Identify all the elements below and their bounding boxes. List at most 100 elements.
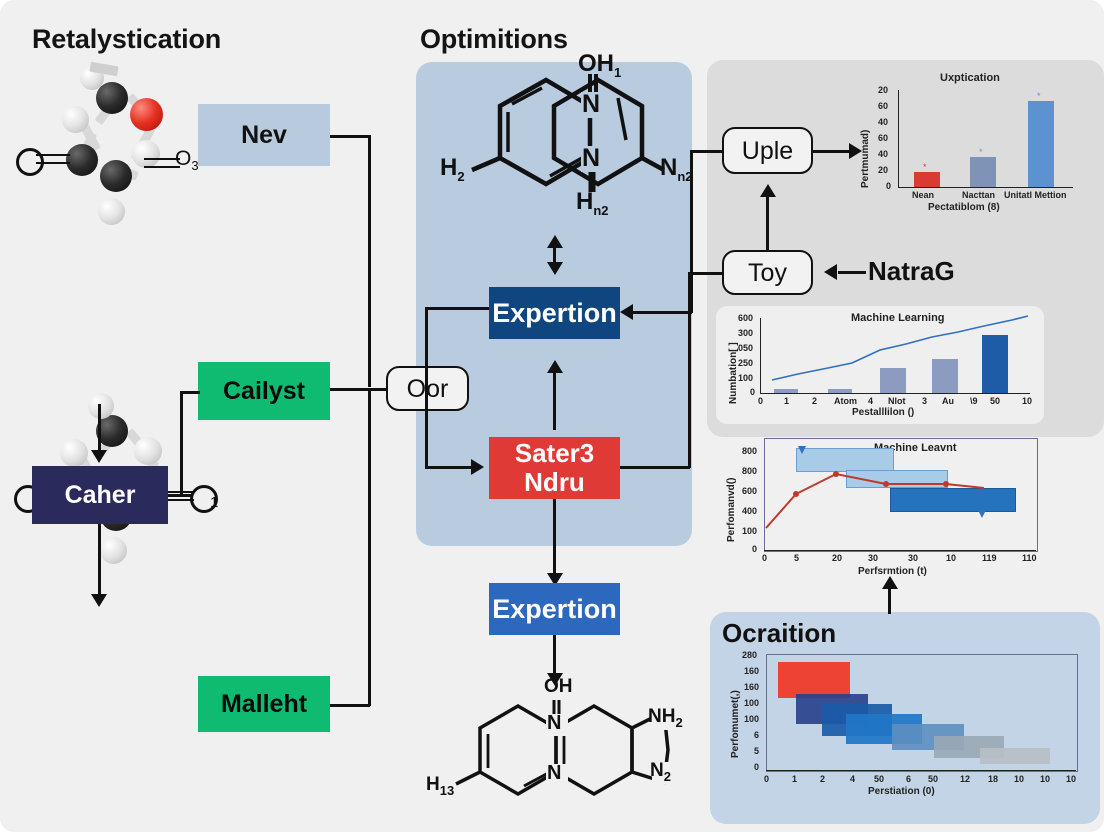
arrow-natrag-toy xyxy=(824,264,837,280)
connector-malleht-up xyxy=(368,388,371,706)
arrow-updown-down xyxy=(547,262,563,275)
chart3-xtick-3: 30 xyxy=(868,553,879,563)
chart1-xtick-2: Unitatl Mettion xyxy=(1004,190,1067,200)
chart3-ytick-2: 600 xyxy=(742,486,758,496)
arrow-sater-down xyxy=(547,573,563,586)
box-sater-line1: Sater3 xyxy=(514,437,595,468)
connector-updown xyxy=(553,246,556,264)
box-caher[interactable]: Caher xyxy=(32,466,168,524)
chart3-xlabel: Perfsrmtion (t) xyxy=(858,566,927,577)
chart3-ytick-4: 100 xyxy=(742,526,758,536)
connector-malleht-right xyxy=(330,704,370,707)
chart4-ytick-4: 100 xyxy=(744,714,760,724)
arrow-ocraition-up xyxy=(882,576,898,589)
chart3-xtick-0: 0 xyxy=(762,553,768,563)
label-oh-top: OH1 xyxy=(578,50,622,80)
label-oh-bottom: OH xyxy=(544,676,573,697)
center-structure-top: N N OH1 H2 Nn2 Hn2 xyxy=(438,50,693,238)
arrow-expertion-structure xyxy=(547,673,563,686)
molecule-top-label-o3: O3 xyxy=(175,147,199,174)
box-expertion-top[interactable]: Expertion xyxy=(489,287,620,339)
chart3-title: Machine Leavnt xyxy=(874,442,957,454)
chart3-xtick-7: 110 xyxy=(1022,553,1037,563)
chart3-xtick-2: 20 xyxy=(832,553,843,563)
chart3-band-0 xyxy=(796,448,894,472)
chart2-bar-2 xyxy=(880,368,906,393)
chart-ocraition: Ocraition Perfomumet(,) 280 160 160 100 … xyxy=(722,618,1092,814)
chart4-xlabel: Perstiation (0) xyxy=(868,786,935,797)
chart2-xtick-10: 10 xyxy=(1022,396,1033,406)
chart4-xtick-7: 12 xyxy=(960,774,971,784)
chart2-bar-4 xyxy=(982,335,1008,393)
arrow-mol2-caher xyxy=(91,450,107,463)
chart2-xtick-4: 4 xyxy=(868,396,874,406)
chart2-xtick-9: 50 xyxy=(990,396,1001,406)
arrow-updown-up xyxy=(547,235,563,248)
chart2-xtick-0: 0 xyxy=(758,396,764,406)
chart4-ytick-0: 280 xyxy=(742,650,758,660)
arrow-uple-chart xyxy=(849,143,862,159)
connector-sater-right xyxy=(620,466,690,469)
connector-to-cailyst xyxy=(180,391,200,394)
chart2-line xyxy=(771,315,1029,381)
label-hn2-bottom: Hn2 xyxy=(576,188,609,218)
label-nh2-bottom-structure: NH2 xyxy=(648,706,683,730)
chart3-ytick-5: 0 xyxy=(752,544,758,554)
label-h2-left: H2 xyxy=(440,154,465,184)
connector-cailyst-hub xyxy=(330,388,388,391)
chart1-ytick-4: 40 xyxy=(878,149,889,159)
chart3-band-2 xyxy=(890,488,1016,512)
chart2-bar-0 xyxy=(774,389,798,393)
arrow-sater-expertion xyxy=(547,360,563,373)
connector-sater-down xyxy=(553,499,556,577)
chart2-bar-3 xyxy=(932,359,958,393)
chart2-xlabel: Pestalllilon () xyxy=(852,407,915,418)
connector-to-expertion xyxy=(632,311,692,314)
chart1-bar-0 xyxy=(914,172,940,187)
connector-hub-expertion-h xyxy=(425,307,489,310)
connector-nev-right xyxy=(330,135,370,138)
connector-uple-left xyxy=(690,150,724,153)
connector-uple-down xyxy=(690,150,693,313)
chart1-marker-0: * xyxy=(923,162,927,172)
chart4-xtick-3: 4 xyxy=(850,774,856,784)
chart4-xtick-2: 2 xyxy=(820,774,826,784)
connector-hub-sater-h xyxy=(425,466,473,469)
chart2-xtick-2: 2 xyxy=(812,396,818,406)
arrow-caher-mol3 xyxy=(91,594,107,607)
chart3-ytick-3: 400 xyxy=(742,506,758,516)
connector-sater-up-right xyxy=(688,272,691,468)
box-uple[interactable]: Uple xyxy=(722,127,813,174)
arrow-hub-sater xyxy=(471,459,484,475)
chart4-xtick-10: 10 xyxy=(1040,774,1051,784)
center-section-title: Optimitions xyxy=(420,24,568,54)
chart-uxptication: Uxptication Pertmumad) 20 60 40 60 40 20… xyxy=(852,68,1077,213)
label-n-bottom-bottom-structure: N xyxy=(547,762,562,784)
chart4-xtick-6: 50 xyxy=(928,774,939,784)
box-malleht[interactable]: Malleht xyxy=(198,676,330,732)
chart1-xtick-0: Nean xyxy=(912,190,935,200)
chart1-ytick-6: 0 xyxy=(886,181,892,191)
chart2-xtick-8: \9 xyxy=(970,396,978,406)
chart1-title: Uxptication xyxy=(940,72,1000,84)
box-nev[interactable]: Nev xyxy=(198,104,330,166)
chart-machine-learning: Machine Learning Numbation[ ] 600 300 05… xyxy=(716,306,1044,424)
chart4-ytick-2: 160 xyxy=(744,682,760,692)
connector-caher-mol3 xyxy=(98,524,101,596)
chart3-xtick-1: 5 xyxy=(794,553,800,563)
box-sater-ndru[interactable]: Sater3 Ndru xyxy=(489,437,620,499)
connector-nev-down xyxy=(368,135,371,387)
box-cailyst[interactable]: Cailyst xyxy=(198,362,330,420)
box-expertion-bottom[interactable]: Expertion xyxy=(489,583,620,635)
chart2-xtick-1: 1 xyxy=(784,396,790,406)
chart-machine-learnt: Machine Leavnt Perfomanvd() 800 800 600 … xyxy=(716,434,1044,586)
box-toy[interactable]: Toy xyxy=(722,250,813,295)
connector-ocraition-up xyxy=(888,584,891,614)
chart2-ytick-3: 250 xyxy=(738,358,754,368)
connector-caher-right xyxy=(168,494,192,497)
chart1-marker-2: * xyxy=(1037,91,1041,101)
chart2-xtick-3: Atom xyxy=(834,396,857,406)
chart2-ytick-0: 600 xyxy=(738,313,754,323)
chart4-band-0 xyxy=(778,662,850,698)
left-section-title: Retalystication xyxy=(32,24,222,54)
